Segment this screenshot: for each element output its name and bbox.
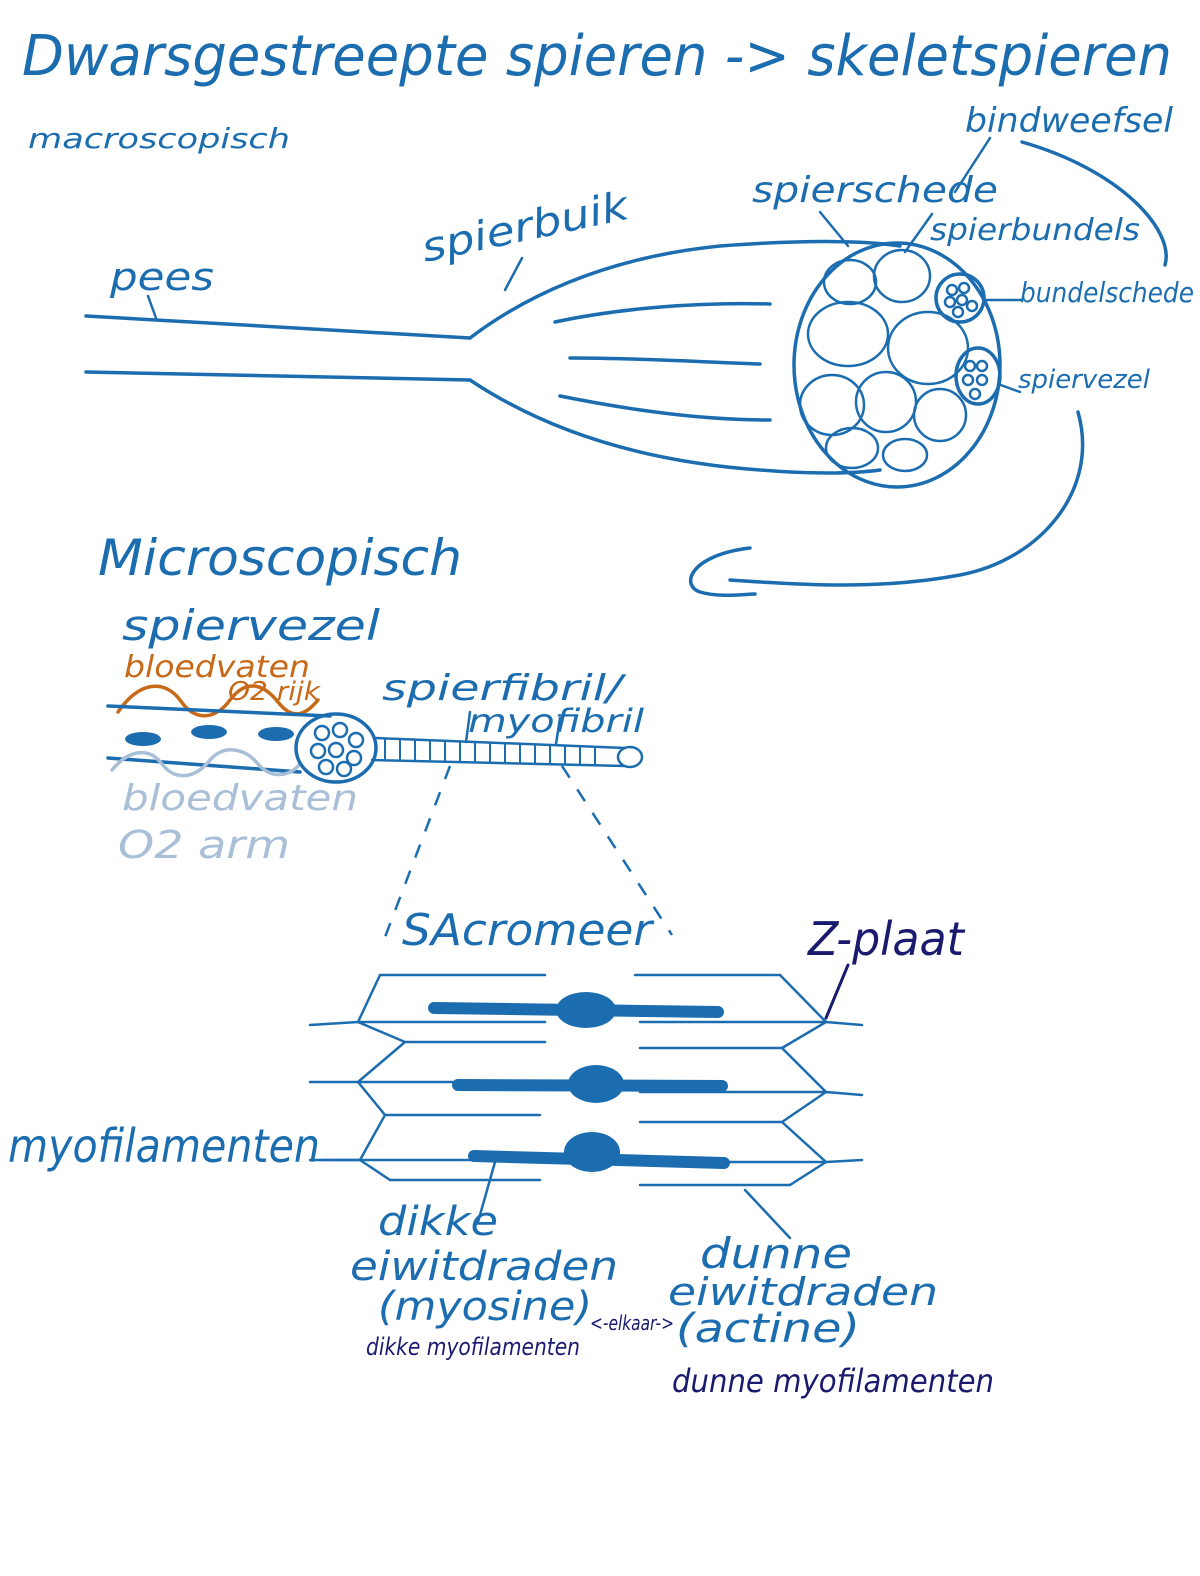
myofibril-striations [384, 739, 596, 765]
label-myofilamenten: myofilamenten [8, 1119, 320, 1173]
belly-fiber-line [553, 301, 772, 324]
label-o2-rijk: O2 rijk [228, 677, 321, 707]
actin-filament [824, 1020, 864, 1164]
zoom-dashed-line-right [560, 765, 674, 936]
label-dunne: dunne [700, 1229, 852, 1278]
fascicle [886, 310, 970, 386]
label-bloedvaten-rijk: bloedvaten [124, 650, 310, 685]
spiervezel-leader [996, 382, 1022, 394]
label-dikke: dikke [378, 1199, 498, 1245]
zoom-arrow-head [688, 546, 757, 598]
sarcomere-drawing [308, 973, 864, 1187]
fascicle [872, 248, 932, 304]
label-spierbundels: spierbundels [930, 213, 1140, 248]
fascicle [806, 300, 890, 368]
bundle-with-fibers [954, 346, 1002, 406]
actin-filament [638, 1090, 828, 1124]
belly-fiber-line [558, 394, 772, 422]
label-bundelschede: bundelschede [1020, 276, 1194, 309]
nucleus [258, 727, 294, 741]
nucleus [125, 732, 161, 746]
z-disc-right [778, 973, 828, 1187]
label-dunne-myofilamenten: dunne myofilamenten [672, 1362, 994, 1400]
spierschede-leader [818, 210, 850, 248]
nucleus [191, 725, 227, 739]
bindweefsel-loop [1020, 140, 1168, 267]
myosin-filament [468, 1132, 730, 1172]
label-pees: pees [109, 255, 214, 299]
myosin-filament [428, 992, 724, 1028]
fiber-cross-section [294, 712, 378, 784]
fascicle [822, 258, 878, 306]
muscle-fiber-drawing [106, 684, 644, 784]
dunne-leader [743, 1188, 792, 1240]
fascicle [881, 437, 929, 473]
dikke-leader [476, 1160, 497, 1224]
myofibril-outline [370, 736, 627, 768]
actin-filament [356, 1020, 547, 1044]
label-dikke-myofilamenten: dikke myofilamenten [366, 1333, 580, 1361]
spierbuik-leader [503, 256, 524, 292]
actin-filament [638, 1020, 828, 1050]
spierbundels-leader [903, 212, 934, 254]
label-z-plaat: Z-plaat [806, 912, 966, 966]
section-macroscopisch: macroscopisch [28, 122, 290, 155]
section-microscopisch: Microscopisch [98, 529, 462, 587]
label-dikke-eiwitdraden: eiwitdraden [350, 1244, 618, 1290]
z-disc-left [356, 973, 407, 1182]
label-elkaar: <-elkaar-> [590, 1311, 674, 1335]
label-myofibril: myofibril [468, 702, 644, 740]
label-spiervezel-macro: spiervezel [1018, 365, 1151, 395]
label-spierschede: spierschede [752, 170, 998, 211]
myosin-filament [452, 1065, 728, 1103]
page-title: Dwarsgestreepte spieren -> skeletspieren [22, 24, 1172, 89]
label-bloedvaten-arm: bloedvaten [122, 778, 358, 819]
pees-leader [146, 294, 158, 320]
myofibril-end [616, 745, 644, 769]
muscle-drawing [84, 239, 1002, 489]
label-dunne-eiwitdraden: eiwitdraden [668, 1270, 938, 1314]
actin-filament [308, 1020, 360, 1027]
fascicle [798, 373, 866, 437]
tendon-lower-line [84, 370, 472, 382]
label-bindweefsel: bindweefsel [965, 101, 1174, 141]
bindweefsel-leader [953, 136, 992, 194]
zoom-dashed-line-left [380, 765, 452, 946]
label-myosine: (myosine) [378, 1284, 592, 1330]
zoom-arrow [728, 410, 1085, 587]
fiber-outline-top [106, 704, 332, 718]
belly-fiber-line [568, 356, 762, 366]
label-spiervezel-micro: spiervezel [122, 601, 380, 650]
label-sarcomeer: SAcromeer [402, 905, 655, 956]
fascicle [824, 426, 880, 470]
label-o2-arm: O2 arm [118, 823, 290, 867]
fascicle [854, 370, 918, 434]
label-actine: (actine) [676, 1306, 860, 1352]
oxygen-poor-vessel [110, 748, 302, 778]
fascicles [798, 248, 970, 473]
label-spierfibril: spierfibril/ [382, 668, 627, 709]
bundle-with-fibers [934, 272, 986, 324]
z-plaat-leader [824, 963, 850, 1020]
oxygen-rich-vessel [116, 684, 320, 718]
tendon-upper-line [84, 314, 472, 340]
label-spierbuik: spierbuik [418, 183, 635, 272]
muscle-belly-outline [468, 239, 902, 475]
fascicle [912, 387, 968, 443]
myofibril-leader [464, 710, 562, 746]
